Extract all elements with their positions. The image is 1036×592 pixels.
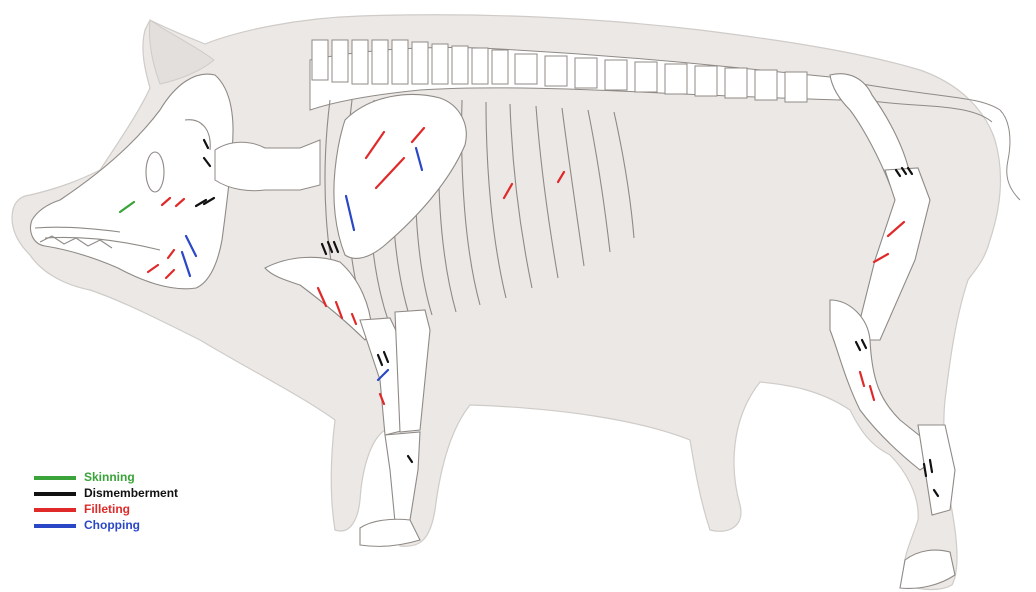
legend-swatch <box>34 476 76 480</box>
legend-swatch <box>34 492 76 496</box>
legend-label: Filleting <box>84 502 130 517</box>
legend-label: Skinning <box>84 470 135 485</box>
legend-swatch <box>34 508 76 512</box>
legend-item-skinning: Skinning <box>34 470 234 485</box>
legend-item-chopping: Chopping <box>34 518 234 533</box>
legend-swatch <box>34 524 76 528</box>
legend-item-filleting: Filleting <box>34 502 234 517</box>
legend-item-dismemberment: Dismemberment <box>34 486 234 501</box>
legend-label: Chopping <box>84 518 140 533</box>
legend: Skinning Dismemberment Filleting Choppin… <box>34 470 234 534</box>
legend-label: Dismemberment <box>84 486 178 501</box>
